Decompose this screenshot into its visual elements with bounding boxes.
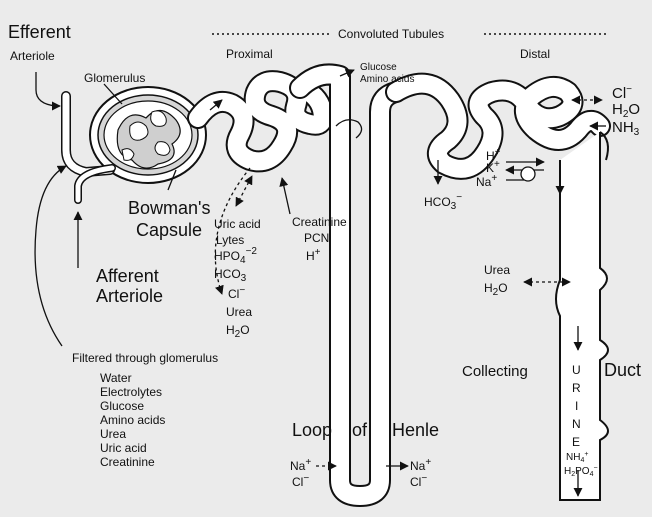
urine-letter: N <box>572 417 581 431</box>
distal-h2o: H2O <box>612 101 640 120</box>
urine-letter: U <box>572 363 581 377</box>
label-convoluted-tubules: Convoluted Tubules <box>338 27 444 41</box>
label-distal: Distal <box>520 47 550 61</box>
urine-letter: R <box>572 381 581 395</box>
loop-na-in: Na+ <box>290 457 311 473</box>
filtered-title: Filtered through glomerulus <box>72 351 218 365</box>
passive-urea: Urea <box>226 305 252 319</box>
label-efferent: Efferent <box>8 22 71 42</box>
glomerulus-capillaries <box>117 110 180 168</box>
urine-letter: I <box>575 399 578 413</box>
label-afferent-arteriole: Arteriole <box>96 286 163 306</box>
label-bowmans: Bowman's <box>128 198 210 218</box>
passive-h2o: H2O <box>226 323 250 340</box>
loop-cl-in: Cl− <box>292 473 309 489</box>
distal-na: Na+ <box>476 173 497 189</box>
loop-na-out: Na+ <box>410 457 431 473</box>
loop-cl-out: Cl− <box>410 473 427 489</box>
label-loop: Loop <box>292 420 332 440</box>
filtered-item: Electrolytes <box>100 385 162 399</box>
proximal-secreted-0: Creatinine <box>292 215 347 229</box>
filtered-item: Uric acid <box>100 441 147 455</box>
filtered-item: Urea <box>100 427 126 441</box>
label-afferent: Afferent <box>96 266 159 286</box>
urine-letter: E <box>572 435 580 449</box>
label-efferent-arteriole: Arteriole <box>10 49 55 63</box>
label-proximal: Proximal <box>226 47 273 61</box>
proximal-exchange-0: Uric acid <box>214 217 261 231</box>
proximal-reabsorbed-1: Amino acids <box>360 74 414 85</box>
label-glomerulus: Glomerulus <box>84 71 145 85</box>
label-of: of <box>352 420 368 440</box>
filtered-item: Amino acids <box>100 413 165 427</box>
filtered-list: Water Electrolytes Glucose Amino acids U… <box>100 371 165 469</box>
proximal-reabsorbed-0: Glucose <box>360 62 397 73</box>
filtered-item: Creatinine <box>100 455 155 469</box>
distal-hco3: HCO3− <box>424 192 462 212</box>
collecting-urea: Urea <box>484 263 510 277</box>
label-collecting: Collecting <box>462 363 528 380</box>
collecting-duct <box>556 132 608 500</box>
distal-cl: Cl− <box>612 84 632 102</box>
urine-h2po4: H2PO4− <box>564 465 598 478</box>
label-henle: Henle <box>392 420 439 440</box>
proximal-secreted-2: H+ <box>306 247 321 263</box>
label-capsule: Capsule <box>136 220 202 240</box>
proximal-exchange-2: HPO4−2 <box>214 246 257 266</box>
distal-nh3: NH3 <box>612 119 640 138</box>
label-duct: Duct <box>604 360 641 380</box>
proximal-exchange-1: Lytes <box>216 233 244 247</box>
filtered-item: Glucose <box>100 399 144 413</box>
collecting-h2o: H2O <box>484 281 508 298</box>
proximal-secreted-1: PCN <box>304 231 329 245</box>
filtered-item: Water <box>100 371 132 385</box>
passive-cl: Cl− <box>228 285 245 301</box>
